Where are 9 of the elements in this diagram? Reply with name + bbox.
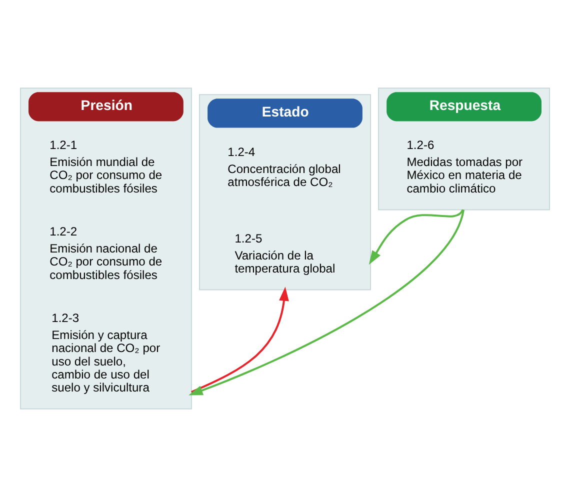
arrow [188,208,464,395]
node-text: 1.2-3 Emisión y captura nacional de CO₂ por uso del suelo, cambio de uso del suelo y silvicultura [52,310,160,394]
arrow [191,286,289,392]
node-text: 1.2-6 Medidas tomadas por México en materia de cambio climático [406,138,523,195]
node-text: 1.2-5 Variación de la temperatura global [234,231,336,276]
arrow [368,208,464,264]
node-text: 1.2-4 Concentración global atmosférica de CO₂ [228,144,341,189]
node-text: 1.2-2 Emisión nacional de CO₂ por consumo de combustibles fósiles [50,224,162,282]
node-text: 1.2-1 Emisión mundial de CO₂ por consumo de combustibles fósiles [50,138,162,195]
